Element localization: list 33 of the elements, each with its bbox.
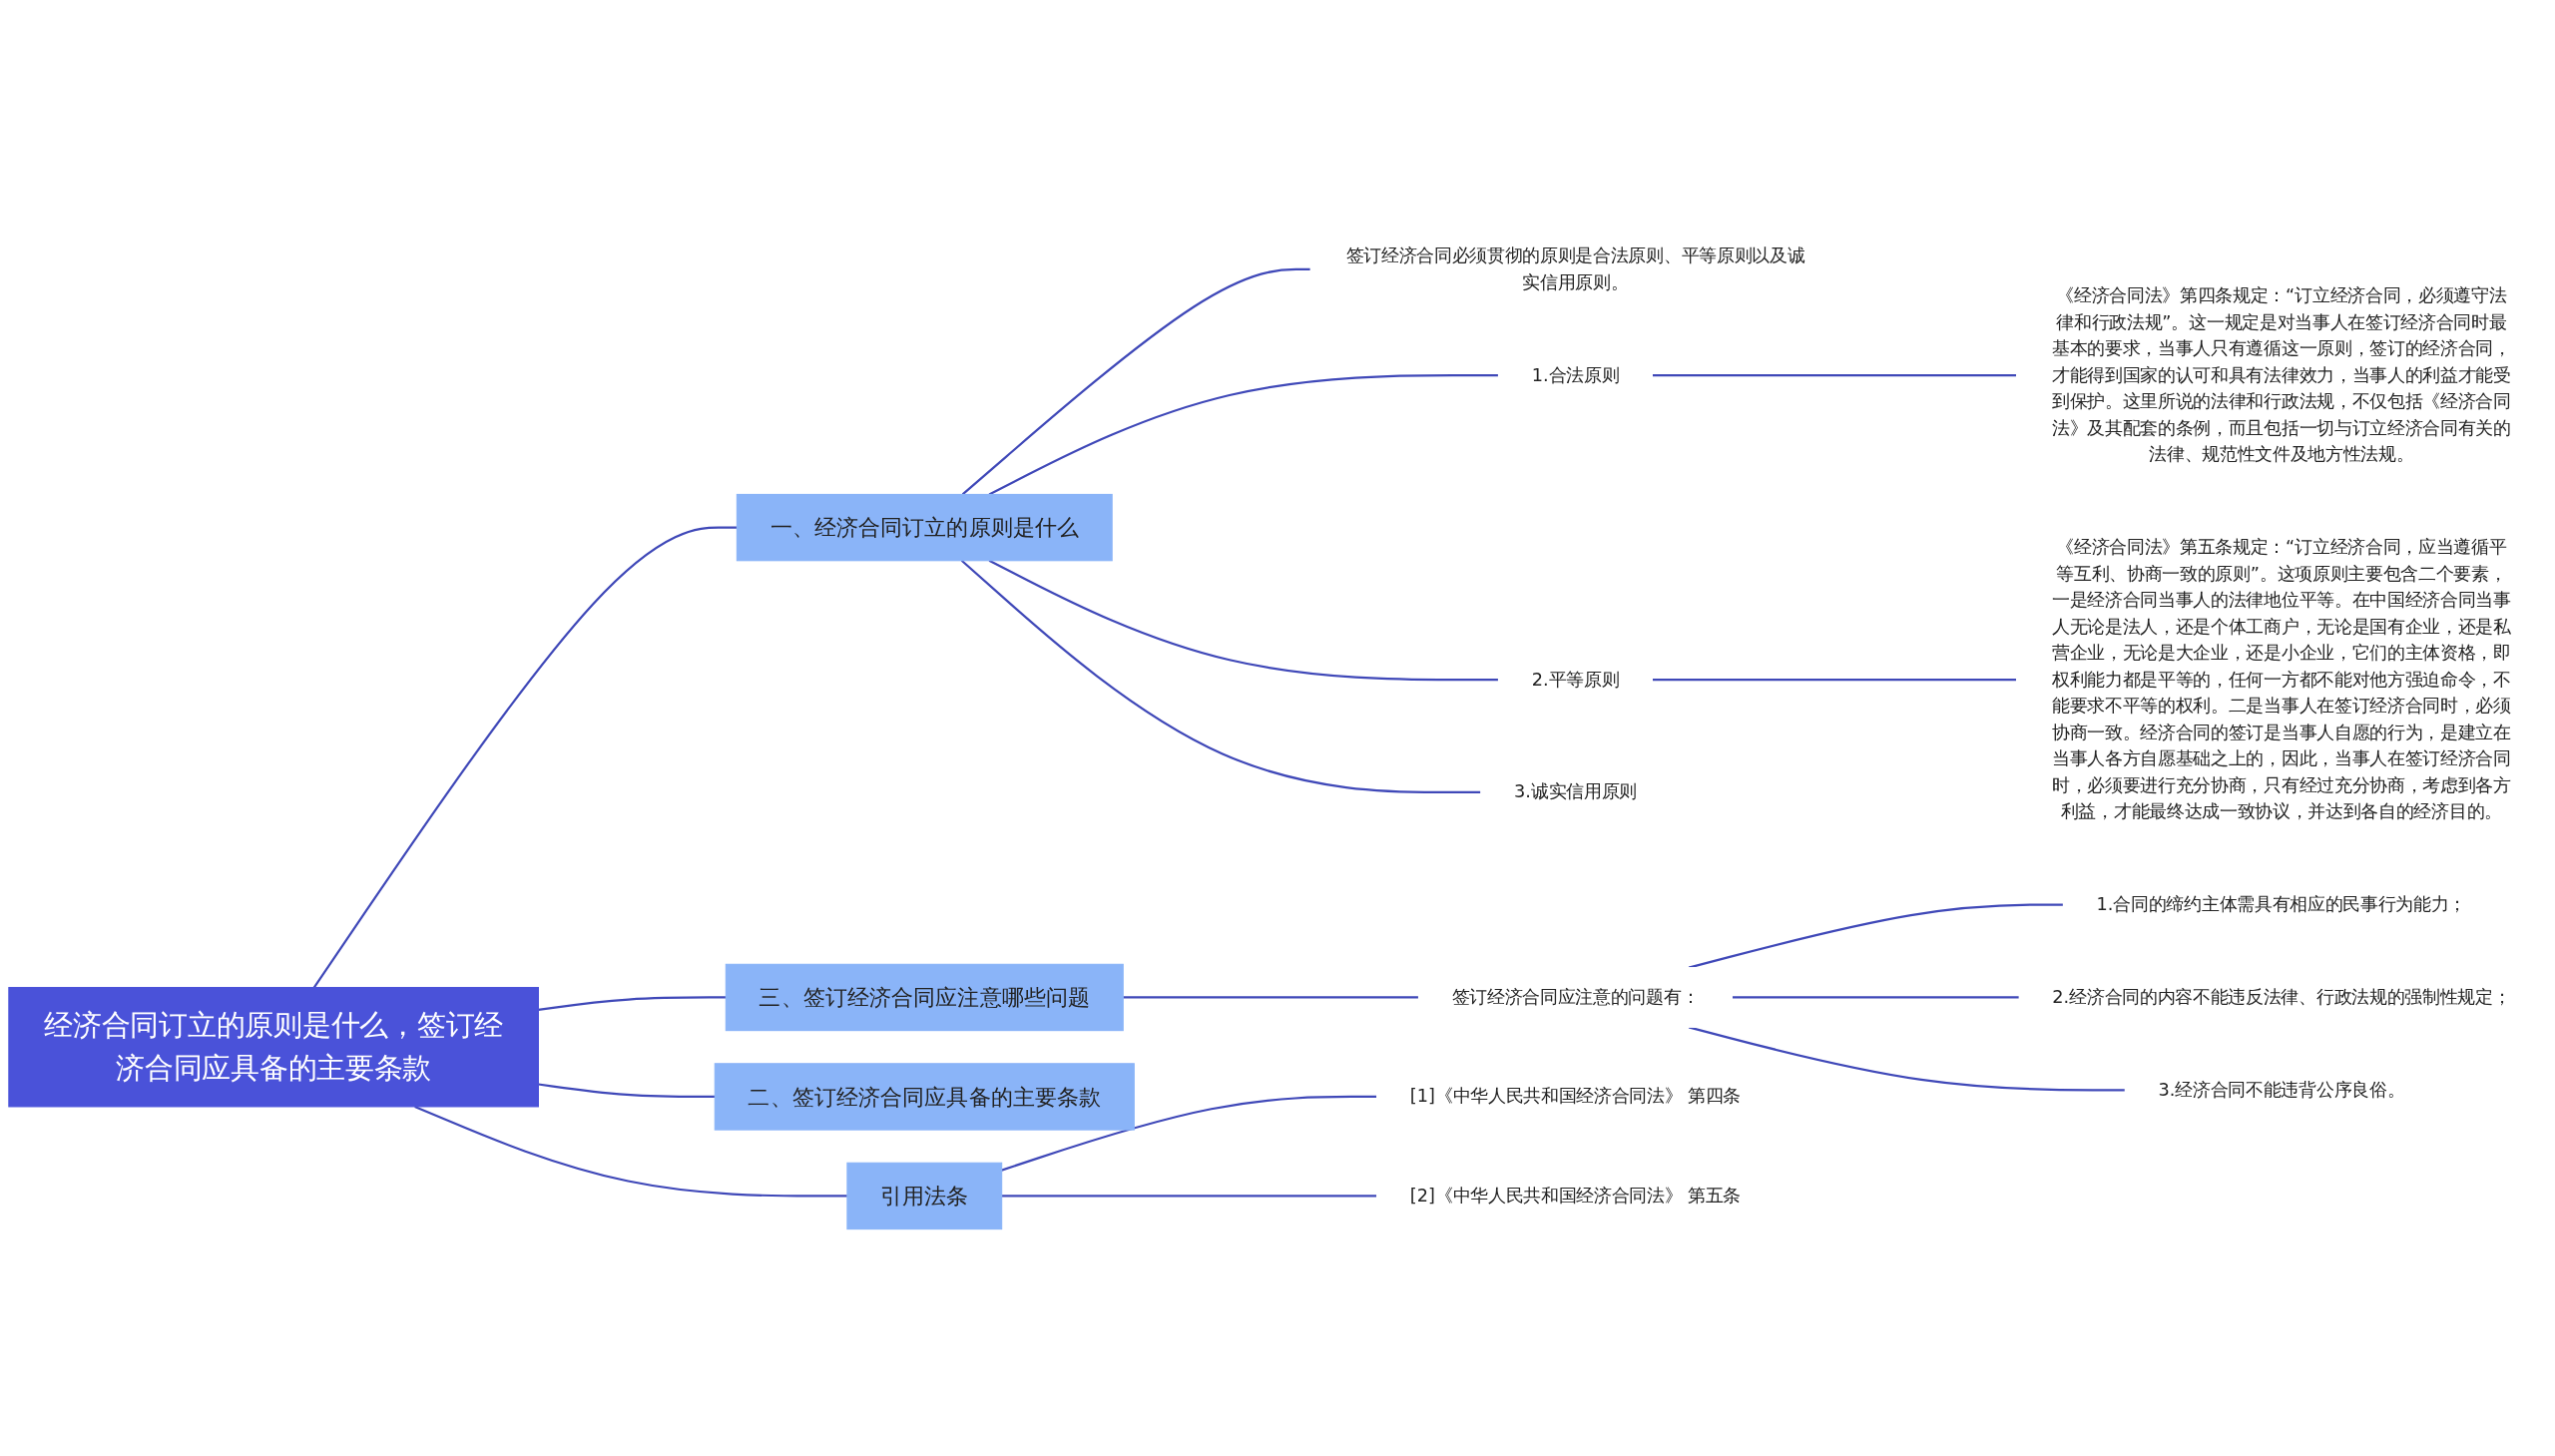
- node-text: 2.平等原则: [1531, 669, 1620, 691]
- node-box: 二、签订经济合同应具备的主要条款: [714, 1063, 1135, 1131]
- connector: [961, 268, 1311, 496]
- node-text: 签订经济合同必须贯彻的原则是合法原则、平等原则以及诚实信用原则。: [1345, 244, 1805, 293]
- node-text: 1.合法原则: [1531, 364, 1620, 386]
- node-text: [1]《中华人民共和国经济合同法》 第四条: [1409, 1086, 1742, 1108]
- connector: [1001, 1195, 1377, 1198]
- connector: [1001, 1096, 1377, 1172]
- connector: [960, 560, 1481, 794]
- node-text: 1.合同的缔约主体需具有相应的民事行为能力；: [2096, 893, 2467, 915]
- node-text: 《经济合同法》第四条规定：“订立经济合同，必须遵守法律和行政法规”。这一规定是对当事人在签订经济合同时最基本的要求，当事人只有遵循这一原则，签订的经济合同，才能得到国家的认可和具有法律效力，当事人的利益才能受到保护。这里所说的法律和行政法规，不仅包括《经济合同法》及其配套的条例，而且包括一切与订立经济合同有关的法律、规范性文件及地方性法规。: [2051, 284, 2511, 465]
- node-text: 签订经济合同应注意的问题有：: [1451, 986, 1700, 1008]
- connector: [988, 560, 1499, 682]
- node-text: 3.诚实信用原则: [1513, 781, 1637, 803]
- connector: [1652, 374, 2017, 377]
- node-box: 一、经济合同订立的原则是什么: [736, 494, 1113, 562]
- connector: [538, 996, 727, 1012]
- node-text: 3.经济合同不能违背公序良俗。: [2158, 1079, 2405, 1101]
- node-text: 2.经济合同的内容不能违反法律、行政法规的强制性规定；: [2052, 986, 2511, 1008]
- connector: [538, 1083, 716, 1099]
- node-box: 三、签订经济合同应注意哪些问题: [725, 964, 1124, 1032]
- connector: [1688, 903, 2064, 969]
- connector: [988, 374, 1499, 496]
- connector: [1123, 996, 1419, 999]
- connector: [1732, 996, 2020, 999]
- connector: [1688, 1026, 2126, 1092]
- connector: [414, 1106, 847, 1198]
- connector: [312, 526, 738, 989]
- connector: [1652, 679, 2017, 682]
- node-text: 《经济合同法》第五条规定：“订立经济合同，应当遵循平等互利、协商一致的原则”。这项原则主要包含二个要素，一是经济合同当事人的法律地位平等。在中国经济合同当事人无论是法人，还是个体工商户，无论是国有企业，还是私营企业，无论是大企业，还是小企业，它们的主体资格，即权利能力都是平等的，任何一方都不能对他方强迫命令，不能要求不平等的权利。二是当事人在签订经济合同时，必须协商一致。经济合同的签订是当事人自愿的行为，是建立在当事人各方自愿基础之上的，因此，当事人在签订经济合同时，必须要进行充分协商，只有经过充分协商，考虑到各方利益，才能最终达成一致协议，并达到各自的经济目的。: [2051, 536, 2511, 823]
- node-text: [2]《中华人民共和国经济合同法》 第五条: [1409, 1185, 1742, 1207]
- node-box: 经济合同订立的原则是什么，签订经济合同应具备的主要条款: [8, 987, 539, 1108]
- node-box: 引用法条: [846, 1163, 1003, 1230]
